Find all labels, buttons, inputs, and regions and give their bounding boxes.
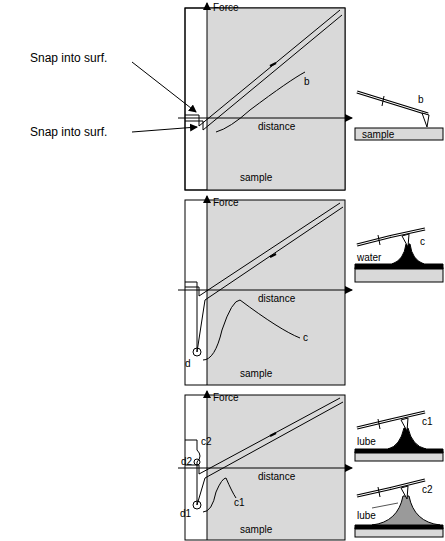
axis-label: Force [213, 197, 239, 208]
region-label: sample [240, 368, 272, 379]
callout-label: Snap into surf. [30, 52, 107, 65]
callout-letter: c1 [234, 497, 245, 508]
callout-letter: c2 [422, 484, 433, 495]
axis-label: distance [258, 471, 295, 482]
callout-letter: d1 [180, 508, 191, 519]
region-label: sample [240, 524, 272, 535]
axis-label: distance [258, 121, 295, 132]
axis-label: Force [213, 392, 239, 403]
region-label: lube [357, 510, 376, 521]
region-label: sample [240, 172, 272, 183]
callout-letter: c [303, 332, 308, 343]
callout-letter: b [418, 94, 424, 105]
region-label: water [357, 252, 381, 263]
callout-label: Snap into surf. [30, 126, 107, 139]
callout-letter: c1 [422, 416, 433, 427]
region-label: lube [357, 436, 376, 447]
callout-letter: c [420, 236, 425, 247]
axis-label: distance [258, 293, 295, 304]
callout-letter: b [304, 76, 310, 87]
callout-letter: d [185, 358, 191, 369]
region-label: sample [362, 129, 394, 140]
axis-label: Force [213, 2, 239, 13]
callout-letter: d2 [181, 456, 192, 467]
callout-letter: c2 [201, 436, 212, 447]
